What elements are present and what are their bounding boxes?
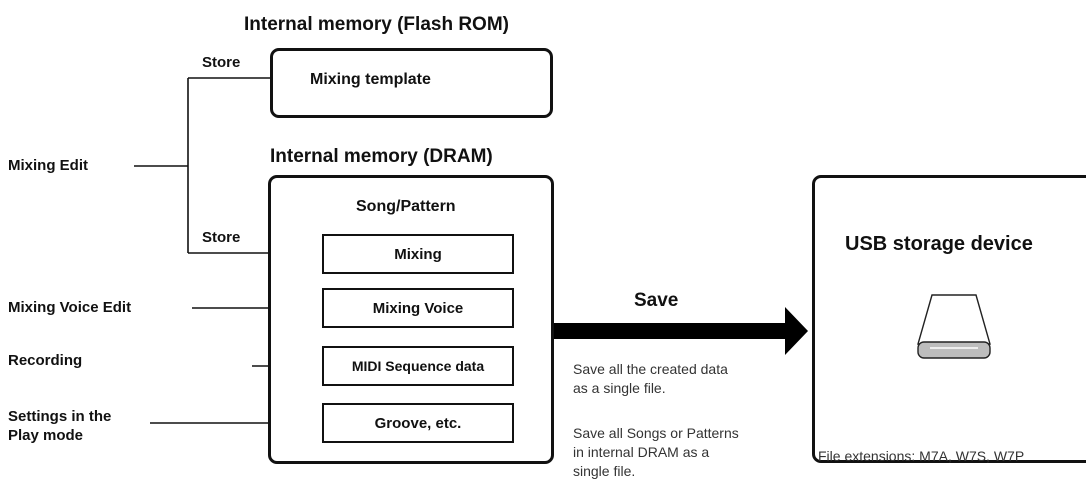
usb-storage-title: USB storage device [845, 233, 1033, 255]
save-note-2-line1: Save all Songs or Patterns [573, 425, 739, 441]
dram-item-mixing-voice: Mixing Voice [322, 288, 514, 328]
mixing-template-label: Mixing template [310, 71, 431, 88]
dram-item-midi-sequence: MIDI Sequence data [322, 346, 514, 386]
store-label-bottom: Store [202, 229, 241, 246]
flash-rom-box [270, 48, 553, 118]
mixing-voice-edit-label: Mixing Voice Edit [8, 299, 132, 316]
store-label-top: Store [202, 54, 241, 71]
flash-rom-title: Internal memory (Flash ROM) [244, 14, 509, 35]
save-note-2-line3: single file. [573, 463, 636, 479]
save-note-1: Save all the created data as a single fi… [573, 360, 728, 398]
save-note-2-line2: in internal DRAM as a [573, 444, 710, 460]
file-extensions-label: File extensions: M7A, W7S, W7P [818, 448, 1025, 464]
dram-item-mixing: Mixing [322, 234, 514, 274]
dram-item-groove: Groove, etc. [322, 403, 514, 443]
dram-title: Internal memory (DRAM) [270, 146, 493, 167]
save-arrow [553, 307, 808, 355]
save-note-1-line1: Save all the created data [573, 361, 728, 377]
song-pattern-label: Song/Pattern [356, 198, 456, 215]
save-label: Save [634, 290, 679, 311]
save-note-1-line2: as a single file. [573, 380, 666, 396]
usb-drive-icon [917, 294, 991, 359]
save-note-2: Save all Songs or Patterns in internal D… [573, 424, 739, 481]
recording-label: Recording [8, 352, 83, 369]
settings-label-line2: Play mode [8, 427, 84, 444]
mixing-edit-label: Mixing Edit [8, 157, 88, 174]
settings-label-line1: Settings in the [8, 408, 112, 425]
